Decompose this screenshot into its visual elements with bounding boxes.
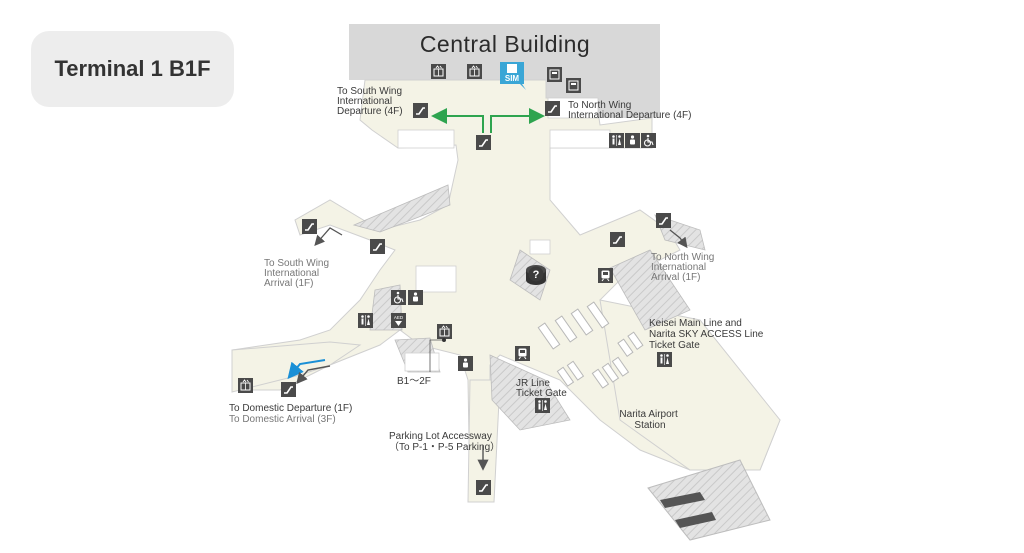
aed-icon: AED xyxy=(391,313,406,328)
svg-text:SIM: SIM xyxy=(505,74,520,83)
atm-icon xyxy=(546,66,563,83)
escalator-icon xyxy=(369,238,386,255)
atm-icon xyxy=(565,77,582,94)
train-icon xyxy=(597,267,614,284)
escalator-icon xyxy=(475,479,492,496)
ticket-gates xyxy=(537,301,644,389)
elevator-icon xyxy=(237,377,254,394)
parking-label: Parking Lot Accessway （To P-1・P-5 Parkin… xyxy=(389,431,500,453)
elevator-icon xyxy=(430,63,447,80)
escalator-icon xyxy=(544,100,561,117)
escalator-icon xyxy=(655,212,672,229)
baby-room-icon xyxy=(625,133,640,148)
svg-text:?: ? xyxy=(533,269,540,281)
keisei-gate-label: Keisei Main Line and Narita SKY ACCESS L… xyxy=(649,318,766,351)
domestic-arrival-label: To Domestic Arrival (3F) xyxy=(229,414,336,425)
restroom-icon xyxy=(534,397,551,414)
floor-label: Terminal 1 B1F xyxy=(31,31,234,107)
train-icon xyxy=(514,345,531,362)
escalator-icon xyxy=(609,231,626,248)
escalator-icon xyxy=(475,134,492,151)
escalator-icon xyxy=(412,102,429,119)
station-label: Narita Airport Station xyxy=(619,409,680,431)
accessible-icon xyxy=(640,132,657,149)
route-arrow-north xyxy=(490,108,545,133)
baby-room-icon xyxy=(458,356,473,371)
south-wing-arrival-label: To South Wing International Arrival (1F) xyxy=(264,258,332,289)
escalator-icon xyxy=(301,218,318,235)
restroom-icon xyxy=(656,351,673,368)
domestic-departure-label: To Domestic Departure (1F) xyxy=(229,403,352,414)
sim-icon[interactable]: SIM xyxy=(500,62,526,90)
route-arrow-south xyxy=(431,108,484,133)
jr-gate-label: JR Line Ticket Gate xyxy=(516,378,567,399)
building-title: Central Building xyxy=(420,31,590,57)
south-wing-departure-label: To South Wing International Departure (4… xyxy=(337,86,405,117)
north-wing-departure-label: To North Wing International Departure (4… xyxy=(568,100,691,121)
accessible-icon xyxy=(390,289,407,306)
elevator-icon xyxy=(466,63,483,80)
baby-room-icon xyxy=(408,290,423,305)
svg-text:AED: AED xyxy=(394,315,404,320)
restroom-icon xyxy=(357,312,374,329)
elevator-icon xyxy=(436,323,453,340)
north-wing-arrival-label: To North Wing International Arrival (1F) xyxy=(651,252,717,283)
information-icon[interactable]: ? xyxy=(526,265,546,285)
escalator-icon xyxy=(280,381,297,398)
b1-2f-label: B1～2F xyxy=(397,376,431,387)
restroom-icon xyxy=(608,132,625,149)
